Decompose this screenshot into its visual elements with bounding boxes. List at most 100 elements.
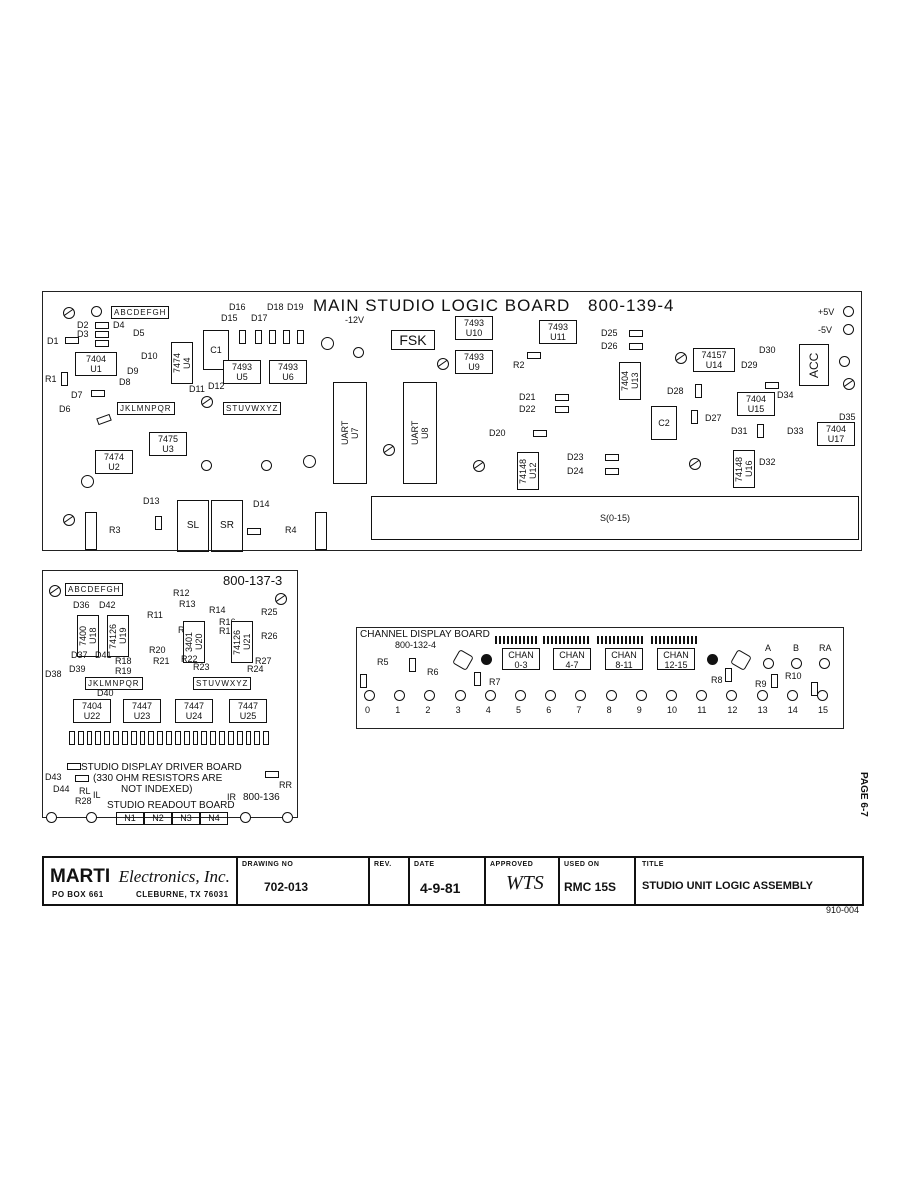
mounting-dot (481, 654, 492, 665)
rail-minus-terminal (843, 324, 854, 335)
diode-d44 (75, 775, 89, 782)
diode-label-d18: D18 (267, 302, 284, 312)
resistor (157, 731, 164, 745)
resistor-label-r6: R6 (427, 667, 439, 677)
resistor (192, 731, 199, 745)
diode-label-d44: D44 (53, 784, 70, 794)
mounting-screw (49, 585, 61, 597)
diode-label-d8: D8 (119, 377, 131, 387)
diode-label-d4: D4 (113, 320, 125, 330)
mounting-screw (843, 378, 855, 390)
resistor-label-r5: R5 (377, 657, 389, 667)
led-ra (819, 658, 830, 669)
diode-d31 (757, 424, 764, 438)
channel-number-label: 12 (727, 705, 738, 715)
driver-caption-2: (330 OHM RESISTORS ARE (93, 773, 223, 784)
mounting-screw (689, 458, 701, 470)
page-label: PAGE 6-7 (858, 772, 869, 817)
readout-digit-n2: N2 (144, 812, 172, 825)
diode-d7 (91, 390, 105, 397)
main-board-title: MAIN STUDIO LOGIC BOARD (313, 296, 571, 315)
hex-standoff (730, 649, 752, 671)
resistor-label-r9: R9 (755, 679, 767, 689)
used-on-label: USED ON (564, 861, 600, 868)
diode-label-d24: D24 (567, 466, 584, 476)
mounting-hole (81, 475, 94, 488)
resistor-r1 (61, 372, 68, 386)
mounting-screw (437, 358, 449, 370)
resistor (130, 731, 137, 745)
diode-label-d14: D14 (253, 499, 270, 509)
mounting-screw (675, 352, 687, 364)
driver-edge-pins-j-r: JKLMNPQR (85, 677, 143, 690)
diode-label-d1: D1 (47, 336, 59, 346)
diode-label-d43: D43 (45, 772, 62, 782)
mounting-screw (63, 514, 75, 526)
company-name: MARTI (50, 866, 111, 887)
diode-d18 (283, 330, 290, 344)
resistor-label-r20: R20 (149, 645, 166, 655)
capacitor-c2: C2 (651, 406, 677, 440)
led-strip-chan-8-11 (597, 636, 645, 644)
pins-letters-jr: JKLMNPQR (120, 404, 172, 413)
channel-number-label: 11 (697, 705, 707, 715)
channel-led-2 (424, 690, 436, 701)
resistor (174, 731, 181, 745)
company-logo: MARTI Electronics, Inc. (50, 866, 230, 888)
resistor-label-r3: R3 (109, 525, 121, 535)
rr-label: RR (279, 780, 292, 790)
channel-board-title: CHANNEL DISPLAY BOARD (360, 629, 490, 640)
date-label: DATE (414, 861, 435, 868)
channel-number-label: 10 (667, 705, 678, 715)
channel-led-12 (726, 690, 738, 701)
company-script: Electronics, Inc. (118, 867, 230, 886)
date-value: 4-9-81 (420, 880, 461, 896)
diode-d2 (95, 322, 109, 329)
channel-led-8 (605, 690, 617, 701)
resistor (104, 731, 111, 745)
readout-board-label: STUDIO READOUT BOARD (107, 800, 235, 811)
channel-number-label: 1 (395, 705, 401, 715)
diode-label-d22: D22 (519, 404, 536, 414)
channel-led-11 (696, 690, 708, 701)
resistor-label-r4: R4 (285, 525, 297, 535)
capacitor-c2-label: C2 (658, 418, 670, 428)
resistor (219, 731, 225, 745)
address-left: PO BOX 661 (52, 890, 104, 899)
diode-d28 (695, 384, 702, 398)
resistor-r2 (527, 352, 541, 359)
edge-pins-s-z: STUVWXYZ (223, 402, 282, 415)
resistor (263, 731, 270, 745)
led-indicator (282, 812, 293, 823)
diode-label-d32: D32 (759, 457, 776, 467)
resistor-label-r11: R11 (147, 610, 163, 620)
diode-d14 (247, 528, 261, 535)
title-value: STUDIO UNIT LOGIC ASSEMBLY (642, 880, 813, 892)
resistor-label-r27: R27 (255, 656, 272, 666)
readout-board-number: 800-136 (243, 792, 280, 803)
title-block: MARTI Electronics, Inc. PO BOX 661 CLEBU… (42, 856, 864, 906)
edge-pins-j-r: JKLMNPQR (117, 402, 175, 415)
diode-d16 (255, 330, 262, 344)
resistor-label-r25: R25 (261, 607, 278, 617)
cell-title: TITLE STUDIO UNIT LOGIC ASSEMBLY (634, 858, 862, 904)
resistor (139, 731, 146, 745)
gnd-terminal (321, 337, 334, 350)
resistor-r8 (725, 668, 732, 682)
resistor-label-r7: R7 (489, 677, 501, 687)
resistor (183, 731, 190, 745)
led-strip-chan-4-7 (543, 636, 591, 644)
sl-label: SL (186, 520, 200, 531)
diode-label-d27: D27 (705, 413, 722, 423)
diode-label-d21: D21 (519, 392, 536, 402)
